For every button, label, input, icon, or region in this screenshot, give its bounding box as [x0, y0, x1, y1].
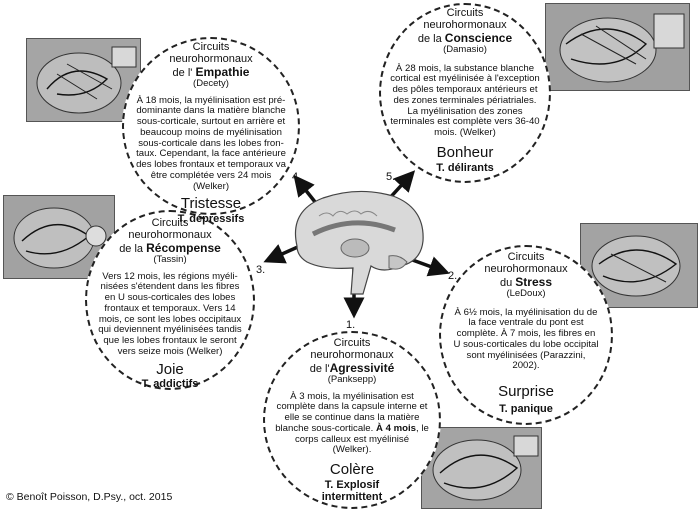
copyright: © Benoît Poisson, D.Psy., oct. 2015 — [6, 491, 173, 503]
brain-thumbnail-icon — [422, 428, 541, 508]
brain-sagittal-illustration-icon — [294, 190, 424, 295]
emotion-label: Joie — [156, 360, 184, 378]
brain-thumbnail-icon — [546, 4, 689, 90]
title-line2: neurohormonaux — [310, 349, 394, 362]
emotion-label: Surprise — [498, 383, 554, 401]
title-line2: neurohormonaux — [128, 229, 212, 242]
circuit-name: Empathie — [195, 64, 250, 79]
body-bold: À 4 mois — [375, 422, 416, 434]
thumbnail-conscience — [545, 3, 690, 91]
circuit-name: Agressivité — [329, 360, 395, 375]
number-2: 2. — [448, 270, 458, 282]
author: (Decety) — [193, 78, 229, 90]
brain-thumbnail-icon — [27, 39, 140, 121]
title-line1: Circuits — [192, 41, 230, 53]
circle-empathie — [122, 37, 300, 215]
body-text: À 6½ mois, la myélinisation du de la fac… — [453, 306, 599, 372]
disorder-label: T. panique — [499, 402, 553, 415]
circle-agressivite — [263, 331, 441, 509]
title-line1: Circuits — [507, 251, 545, 263]
thumbnail-agressivite — [421, 427, 542, 509]
number-1: 1. — [346, 319, 356, 331]
body-text: Vers 12 mois, les régions myéli-nisées s… — [98, 270, 242, 357]
circle-recompense-content: Circuits neurohormonaux de la Récompense… — [96, 217, 244, 391]
title-line2: neurohormonaux — [423, 19, 507, 32]
circuit-name: Stress — [515, 274, 552, 289]
disorder-label: T. addictifs — [141, 378, 199, 391]
title-line1: Circuits — [333, 337, 371, 349]
disorder-label-line2: intermittent — [321, 491, 383, 504]
author: (LeDoux) — [506, 288, 546, 300]
circle-conscience-content: Circuits neurohormonaux de la Conscience… — [389, 7, 541, 174]
title-line1: Circuits — [446, 7, 484, 19]
body-text: À 3 mois, la myélinisation est complète … — [275, 390, 429, 456]
body-main: À 3 mois, la myélinisation est complète … — [275, 390, 428, 434]
title-line2: neurohormonaux — [484, 263, 568, 276]
number-4: 4. — [292, 171, 302, 183]
disorder-label: T. dépressifs — [177, 213, 245, 226]
disorder-label: T. délirants — [436, 161, 494, 174]
emotion-label: Tristesse — [180, 195, 242, 213]
number-5: 5. — [386, 171, 396, 183]
author: (Damasio) — [443, 44, 487, 56]
author: (Panksepp) — [327, 374, 377, 386]
circle-recompense — [85, 210, 255, 390]
circuit-name: Récompense — [146, 240, 221, 255]
author: (Tassin) — [153, 254, 187, 266]
emotion-label: Bonheur — [436, 143, 494, 161]
title-line2: neurohormonaux — [169, 53, 253, 66]
disorder-label-line1: T. Explosif — [324, 478, 380, 491]
circle-agressivite-content: Circuits neurohormonaux de l'Agressivité… — [275, 337, 429, 504]
emotion-label: Colère — [329, 461, 375, 479]
circle-stress-content: Circuits neurohormonaux du Stress (LeDou… — [452, 251, 600, 415]
circle-empathie-content: Circuits neurohormonaux de l' Empathie (… — [132, 41, 290, 225]
title-prefix: de l' — [309, 362, 330, 375]
circle-stress — [439, 245, 613, 425]
body-tail: , le corps calleux est myélinisé (Welker… — [294, 422, 429, 456]
body-text: À 28 mois, la substance blanche cortical… — [390, 62, 540, 139]
title-prefix: de l' — [172, 66, 193, 79]
circuit-name: Conscience — [444, 30, 513, 45]
circle-conscience — [379, 3, 551, 183]
thumbnail-empathie — [26, 38, 141, 122]
title-prefix: du — [499, 276, 513, 289]
title-prefix: de la — [119, 242, 144, 255]
title-line1: Circuits — [151, 217, 189, 229]
number-3: 3. — [256, 264, 266, 276]
title-prefix: de la — [417, 32, 442, 45]
body-text: À 18 mois, la myélinisation est pré-domi… — [136, 94, 286, 192]
